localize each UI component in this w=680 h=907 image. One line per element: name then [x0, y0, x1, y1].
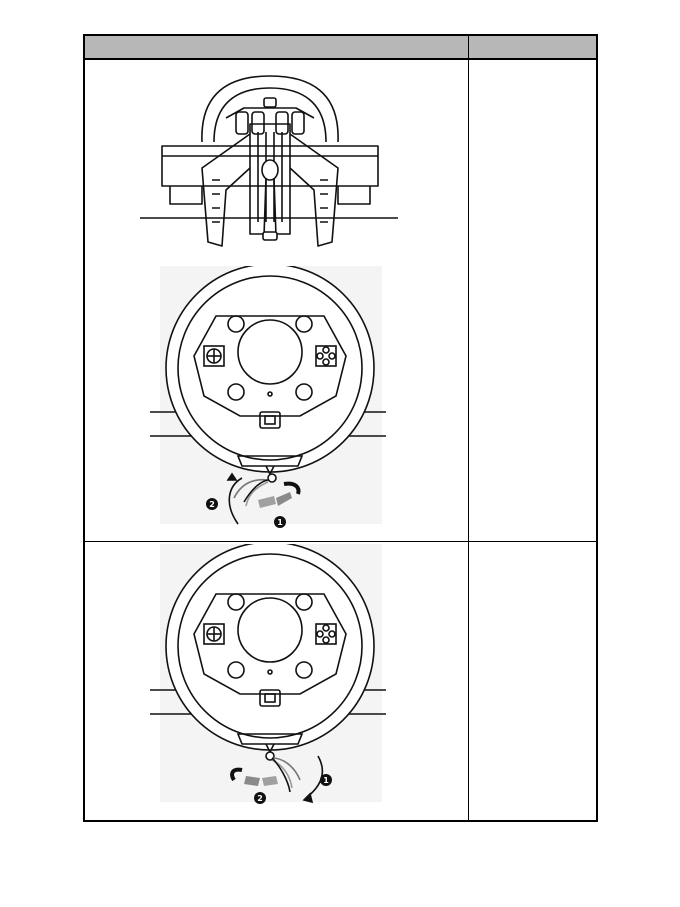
svg-text:1: 1	[323, 776, 329, 785]
callout-1-badge: 1	[320, 774, 332, 786]
wheel-front-release-illustration: 2 1	[150, 266, 386, 528]
column-divider	[468, 36, 469, 820]
callout-1-badge: 1	[274, 516, 286, 528]
svg-text:2: 2	[257, 794, 263, 803]
svg-text:1: 1	[277, 518, 283, 527]
table-header	[85, 36, 596, 60]
callout-2-badge: 2	[206, 498, 218, 510]
callout-2-badge: 2	[254, 792, 266, 804]
row-divider	[85, 541, 596, 542]
wheel-front-lock-illustration: 1 2	[150, 544, 386, 806]
wheel-clamp-rear-illustration	[140, 72, 400, 262]
svg-text:2: 2	[209, 500, 215, 509]
